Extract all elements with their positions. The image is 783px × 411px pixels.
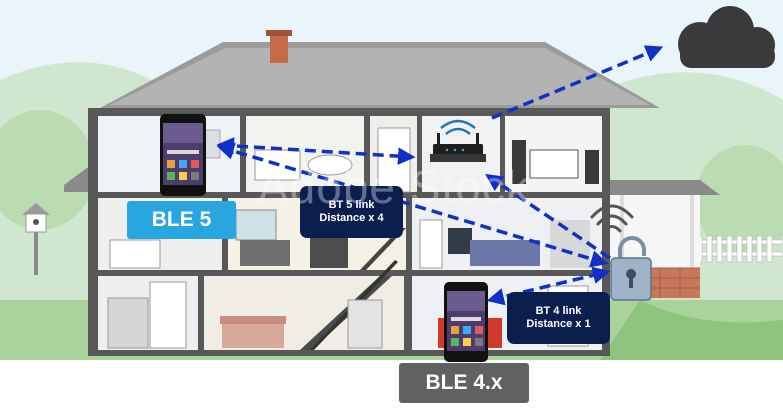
watermark: Adobe Stock: [258, 161, 530, 213]
ble4-badge: BLE 4.x: [399, 363, 529, 403]
picket-fence: [692, 235, 783, 263]
bt5-link-title: BT 5 link: [328, 199, 375, 211]
smart-lock-icon: [610, 236, 652, 301]
cloud-icon: [678, 6, 775, 68]
smartphone-icon: [160, 114, 206, 196]
bt5-link-distance: Distance x 4: [319, 212, 384, 224]
bt4-link-distance: Distance x 1: [526, 318, 591, 330]
bt4-link-box: BT 4 link Distance x 1: [507, 292, 610, 344]
bt4-link-title: BT 4 link: [535, 305, 582, 317]
bird-house: [22, 203, 50, 275]
ble5-badge: BLE 5: [127, 201, 236, 239]
bt5-link-box: BT 5 link Distance x 4: [300, 186, 403, 238]
smartphone-ble4-icon: [444, 282, 488, 362]
roof: [100, 30, 660, 108]
